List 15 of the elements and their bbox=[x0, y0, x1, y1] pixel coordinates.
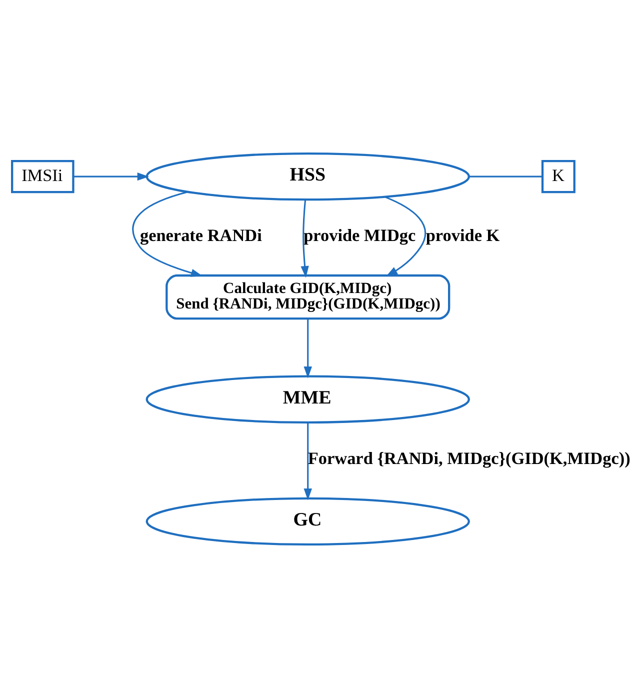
arrow bbox=[384, 196, 426, 276]
arrow bbox=[73, 172, 150, 180]
edge-label: provide K bbox=[426, 226, 500, 245]
node-ellipse: HSS bbox=[146, 152, 470, 200]
node-box: K bbox=[541, 160, 576, 193]
edge-label: generate RANDi bbox=[140, 226, 262, 245]
node-ellipse: MME bbox=[146, 374, 470, 423]
arrow bbox=[300, 199, 309, 278]
connector bbox=[469, 175, 542, 177]
arrow bbox=[304, 422, 312, 500]
node-box: Calculate GID(K,MIDgc) Send {RANDi, MIDgc}(GID(K,MIDgc)) bbox=[166, 274, 450, 320]
node-ellipse: GC bbox=[146, 496, 470, 546]
arrow bbox=[132, 190, 203, 276]
node-box: IMSIi bbox=[11, 160, 74, 193]
arrow bbox=[304, 318, 312, 378]
